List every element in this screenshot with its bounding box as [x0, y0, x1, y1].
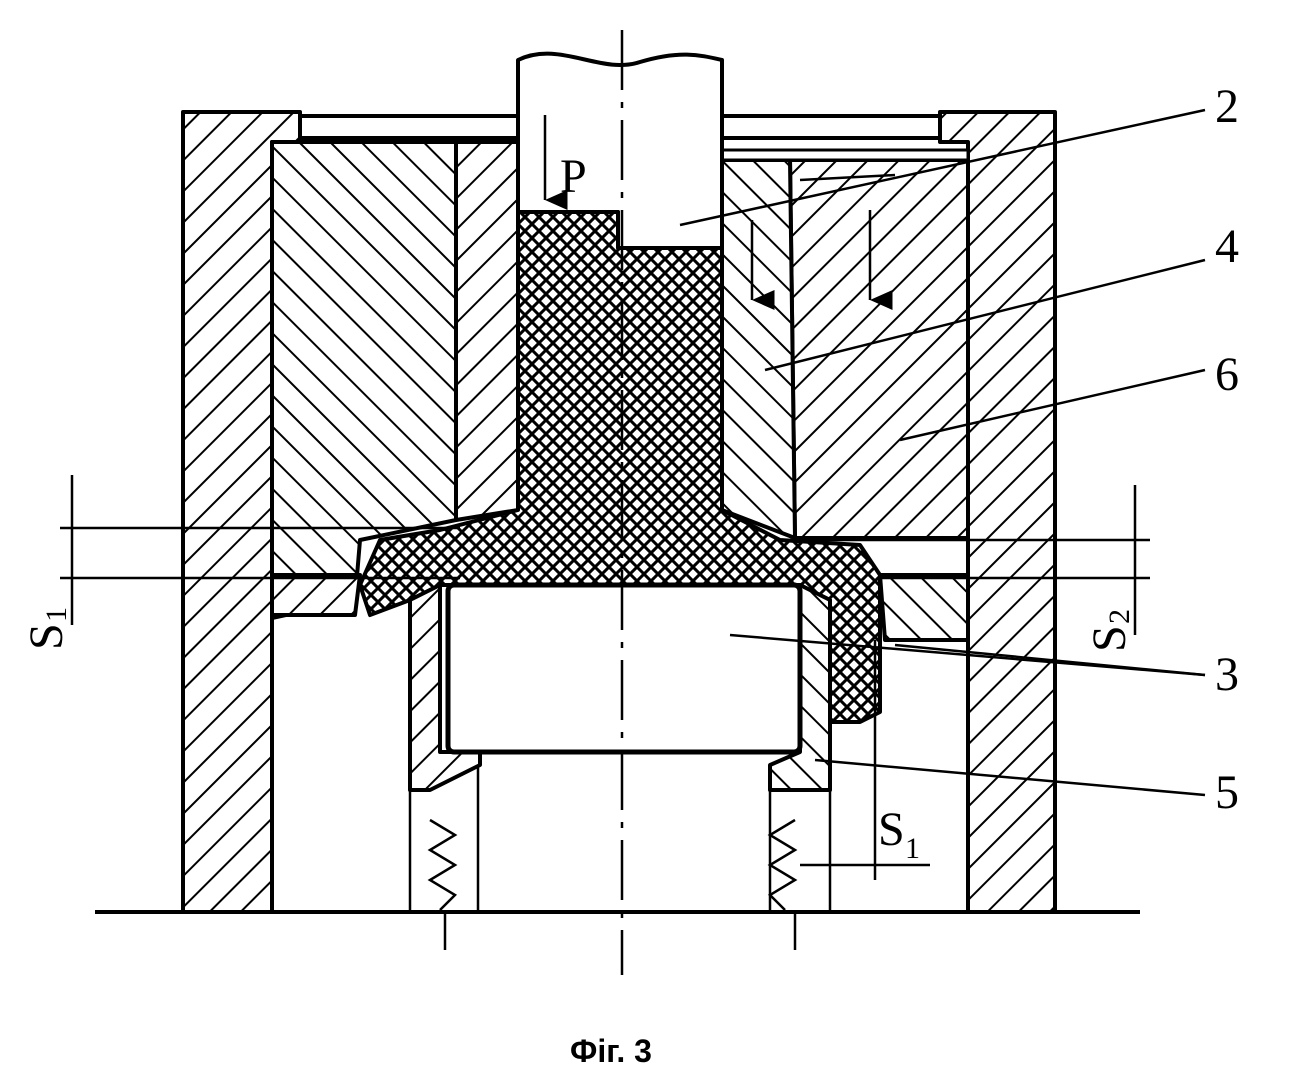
- leader-4: [764, 258, 1206, 372]
- label-2: 2: [1215, 80, 1239, 133]
- figure-caption: Фіг. 3: [570, 1033, 652, 1069]
- right-die-block-6: [788, 158, 970, 540]
- label-s1-left: S: [20, 623, 73, 650]
- right-spring: [767, 818, 798, 911]
- leader-6: [899, 368, 1206, 442]
- label-s2-right: S: [1083, 625, 1136, 652]
- label-force-p: P: [560, 150, 587, 203]
- label-s1-bottom-sub: 1: [905, 832, 920, 865]
- label-5: 5: [1215, 766, 1239, 819]
- left-lower-die-ring: [270, 573, 362, 617]
- leader-2: [679, 108, 1206, 227]
- cup-wall-5: [408, 583, 482, 792]
- label-s2-right-sub: 2: [1103, 609, 1136, 624]
- mandrel-3: [445, 582, 803, 755]
- right-lower-die-ring: [878, 573, 970, 642]
- label-s1-left-sub: 1: [40, 607, 73, 622]
- label-3: 3: [1215, 648, 1239, 701]
- right-inner-sleeve-4: [720, 158, 797, 540]
- label-6: 6: [1215, 348, 1239, 401]
- leader-3b: [894, 643, 1206, 677]
- punch-2: [516, 51, 724, 250]
- label-4: 4: [1215, 220, 1239, 273]
- right-top-gap: [720, 148, 970, 162]
- leader-2b: [799, 173, 896, 182]
- left-inner-sleeve: [454, 140, 520, 522]
- left-spring: [427, 818, 458, 911]
- leader-5: [814, 758, 1206, 797]
- label-s1-bottom: S: [878, 803, 905, 856]
